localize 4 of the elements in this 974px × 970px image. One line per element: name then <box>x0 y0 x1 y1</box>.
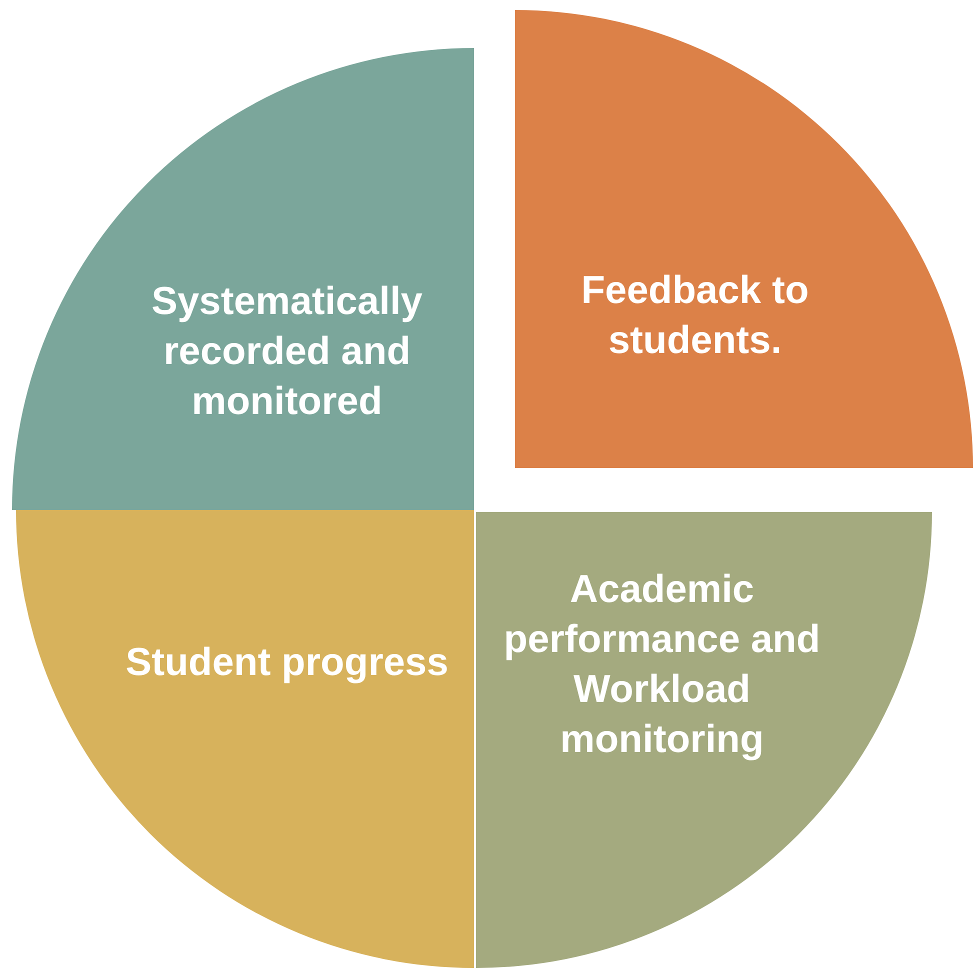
segment-label: Feedback to students. <box>580 268 810 364</box>
segment-label: Systematically recorded and monitored <box>150 279 424 425</box>
segment-label: Academic performance and Workload monitoring <box>502 567 822 763</box>
segment-label: Student progress <box>124 640 450 686</box>
